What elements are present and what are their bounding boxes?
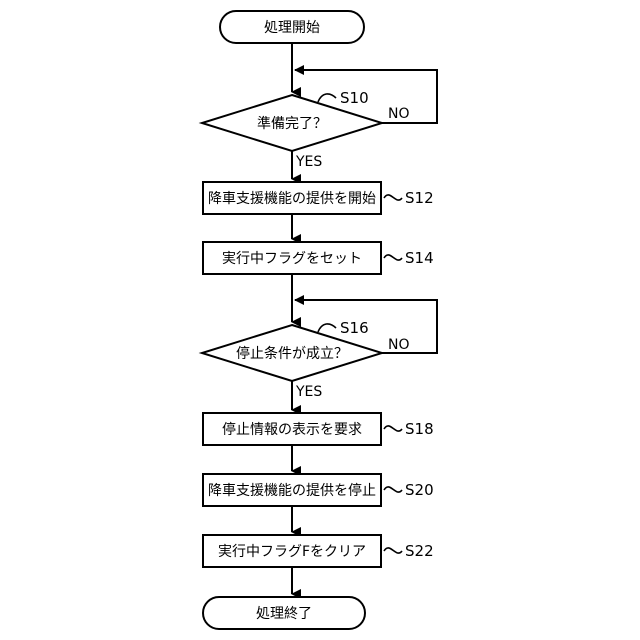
process-set-flag: 実行中フラグをセット bbox=[203, 242, 381, 274]
s16-lead-line bbox=[318, 324, 336, 332]
s20-lead-line bbox=[384, 487, 402, 492]
process-stop-support: 降車支援機能の提供を停止 bbox=[203, 474, 381, 506]
s18-lead-line bbox=[384, 426, 402, 431]
process-clear-flag: 実行中フラグFをクリア bbox=[203, 535, 381, 567]
step-label-s22: S22 bbox=[405, 542, 434, 560]
start-terminal: 処理開始 bbox=[220, 11, 364, 43]
decision-ready-label: 準備完了？ bbox=[257, 116, 327, 132]
s14-lead-line bbox=[384, 255, 402, 260]
step-label-s16: S16 bbox=[340, 319, 369, 337]
process-request-display: 停止情報の表示を要求 bbox=[203, 413, 381, 445]
s12-lead-line bbox=[384, 195, 402, 200]
end-terminal: 処理終了 bbox=[203, 597, 365, 629]
process-start-support: 降車支援機能の提供を開始 bbox=[203, 182, 381, 214]
step-label-s14: S14 bbox=[405, 249, 434, 267]
decision-stop-label: 停止条件が成立？ bbox=[236, 345, 348, 362]
s10-lead-line bbox=[318, 94, 336, 102]
process-set-flag-label: 実行中フラグをセット bbox=[222, 251, 362, 267]
step-label-s12: S12 bbox=[405, 189, 434, 207]
process-clear-flag-label: 実行中フラグFをクリア bbox=[218, 544, 366, 560]
step-label-s10: S10 bbox=[340, 89, 369, 107]
process-request-display-label: 停止情報の表示を要求 bbox=[222, 421, 362, 438]
end-label: 処理終了 bbox=[256, 606, 312, 622]
s22-lead-line bbox=[384, 548, 402, 553]
start-label: 処理開始 bbox=[264, 20, 320, 36]
branch-yes-s16: YES bbox=[295, 384, 322, 400]
process-stop-support-label: 降車支援機能の提供を停止 bbox=[208, 482, 376, 499]
branch-no-s16: NO bbox=[388, 337, 410, 353]
process-start-support-label: 降車支援機能の提供を開始 bbox=[208, 190, 376, 207]
step-label-s18: S18 bbox=[405, 420, 434, 438]
step-label-s20: S20 bbox=[405, 481, 434, 499]
branch-yes-s10: YES bbox=[295, 154, 322, 170]
branch-no-s10: NO bbox=[388, 106, 410, 122]
